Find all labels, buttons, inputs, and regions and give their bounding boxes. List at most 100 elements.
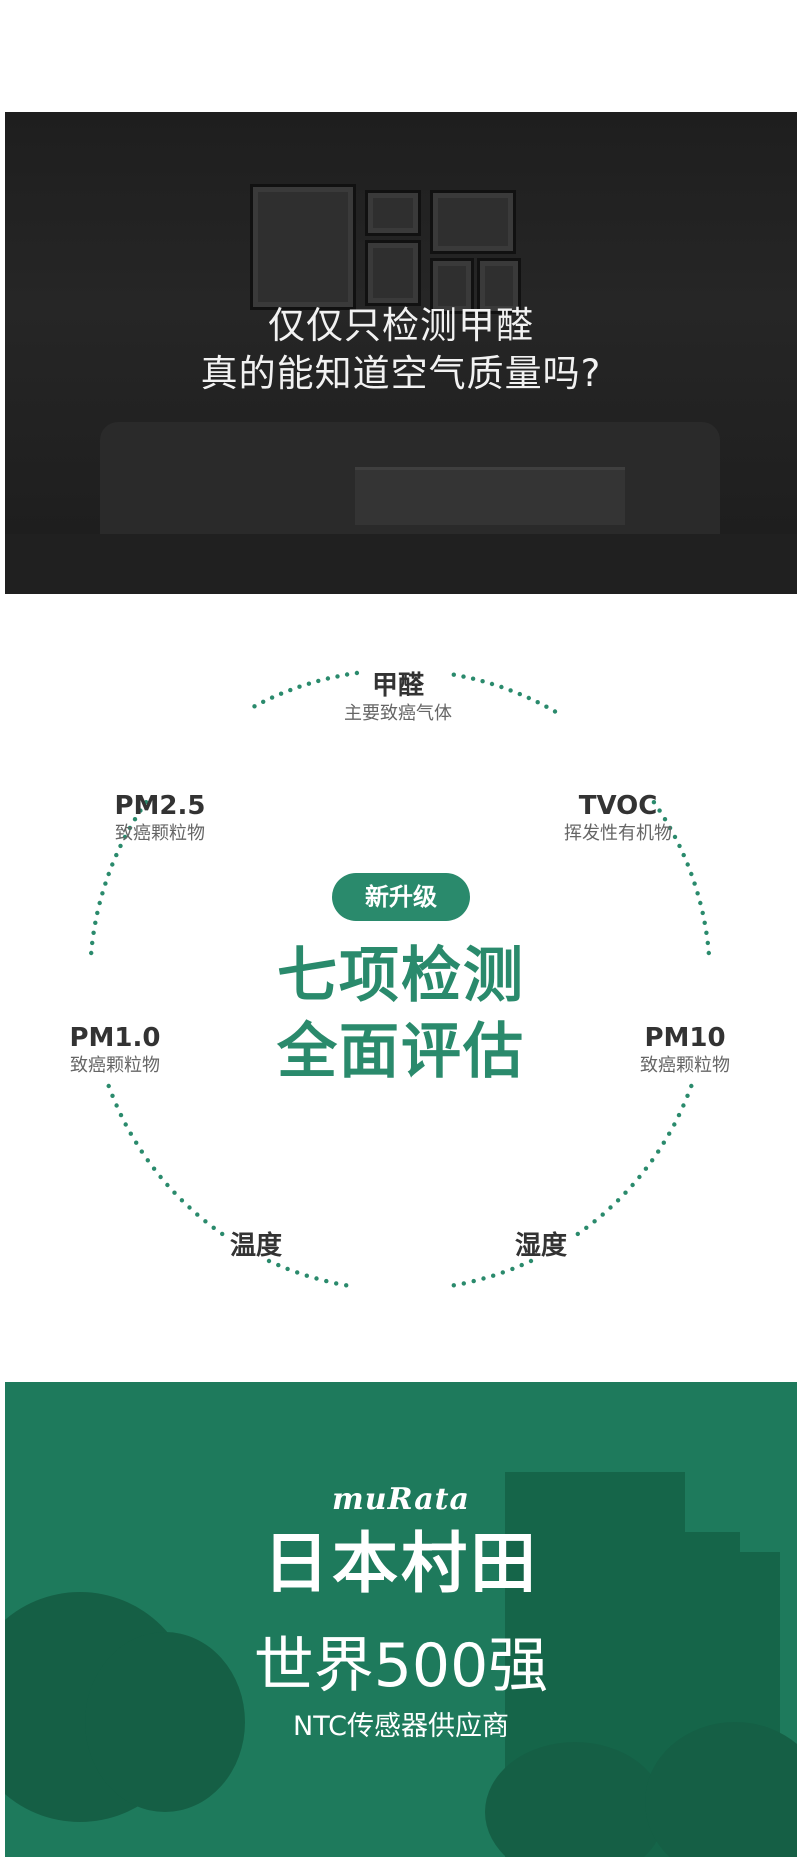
item-pm10: PM10 致癌颗粒物	[640, 1022, 730, 1078]
wall-frame	[365, 190, 421, 236]
circle-dot	[656, 1149, 661, 1154]
circle-dot	[552, 709, 558, 714]
circle-dot	[127, 825, 133, 831]
circle-dot	[344, 672, 350, 677]
circle-dot	[118, 843, 123, 849]
wall-frame	[477, 258, 521, 314]
circle-dot	[100, 891, 105, 896]
hero-title-line-2: 真的能知道空气质量吗?	[200, 352, 602, 395]
murata-logo: muRata	[332, 1482, 470, 1517]
brand-name: 日本村田	[263, 1525, 539, 1602]
main-headline: 七项检测 全面评估	[0, 938, 802, 1090]
circle-dot	[544, 704, 549, 709]
hero-title-line-1: 仅仅只检测甲醛	[268, 304, 534, 347]
circle-dot	[276, 1262, 281, 1268]
circle-dot	[95, 910, 100, 916]
circle-dot	[508, 688, 513, 693]
circle-dot	[575, 1231, 580, 1237]
circle-dot	[122, 834, 128, 840]
item-desc: 致癌颗粒物	[70, 1055, 160, 1076]
circle-dot	[134, 1140, 139, 1145]
circle-dot	[306, 681, 312, 686]
circle-dot	[316, 678, 321, 684]
item-name: 温度	[229, 1231, 283, 1261]
circle-dot	[344, 1283, 349, 1288]
circle-dot	[106, 871, 111, 877]
item-pm1: PM1.0 致癌颗粒物	[70, 1022, 161, 1078]
circle-dot	[285, 1266, 290, 1272]
circle-dot	[451, 672, 456, 677]
circle-dot	[93, 920, 98, 925]
circle-dot	[172, 1190, 177, 1195]
circle-dot	[662, 817, 668, 822]
circle-dot	[324, 1278, 329, 1284]
circle-dot	[608, 1205, 613, 1210]
circle-dot	[661, 1140, 666, 1145]
tree-silhouette	[485, 1742, 665, 1857]
circle-dot	[681, 852, 686, 858]
detection-items-section: 甲醛 主要致癌气体 TVOC 挥发性有机物 PM10 致癌颗粒物 湿度 温度 P…	[0, 640, 802, 1320]
circle-dot	[211, 1225, 216, 1230]
circle-dot	[705, 940, 710, 946]
hero-banner: 仅仅只检测甲醛 真的能知道空气质量吗?	[5, 112, 797, 594]
brand-banner: muRata 日本村田 世界500强 NTC传感器供应商	[5, 1382, 797, 1857]
item-formaldehyde: 甲醛 主要致癌气体	[344, 670, 452, 726]
circle-dot	[510, 1266, 515, 1272]
circle-dot	[110, 1093, 115, 1098]
circle-dot	[461, 1281, 466, 1286]
circle-dot	[470, 676, 476, 681]
circle-dot	[702, 920, 707, 925]
wall-frame	[250, 184, 356, 310]
item-temperature: 温度	[230, 1230, 282, 1262]
circle-dot	[651, 800, 657, 805]
circle-dot	[325, 676, 331, 681]
circle-dot	[97, 900, 102, 906]
circle-dot	[288, 687, 293, 693]
table-silhouette	[355, 467, 625, 525]
item-desc: 致癌颗粒物	[640, 1055, 730, 1076]
circle-dot	[138, 808, 143, 813]
circle-dot	[526, 695, 531, 701]
circle-dot	[89, 950, 94, 956]
item-name: 甲醛	[371, 671, 424, 701]
wall-frame	[365, 240, 421, 306]
item-name: PM2.5	[114, 791, 206, 821]
circle-dot	[132, 817, 138, 822]
circle-dot	[698, 900, 703, 906]
circle-dot	[676, 1112, 682, 1118]
circle-dot	[220, 1231, 225, 1237]
circle-dot	[499, 684, 504, 690]
circle-dot	[519, 1262, 524, 1268]
wall-frame	[430, 258, 474, 314]
circle-dot	[139, 1149, 144, 1154]
item-desc: 致癌颗粒物	[115, 823, 205, 844]
circle-dot	[600, 1212, 605, 1217]
circle-dot	[637, 1174, 642, 1180]
circle-dot	[528, 1258, 534, 1264]
circle-dot	[252, 704, 257, 709]
circle-dot	[143, 800, 149, 805]
item-pm25: PM2.5 致癌颗粒物	[115, 790, 206, 846]
upgrade-badge: 新升级	[332, 873, 470, 921]
item-name: 湿度	[514, 1231, 568, 1261]
circle-dot	[165, 1182, 170, 1188]
circle-dot	[695, 891, 700, 896]
circle-dot	[471, 1278, 476, 1284]
circle-dot	[114, 1103, 119, 1108]
circle-dot	[106, 1083, 111, 1089]
circle-dot	[685, 1093, 690, 1098]
circle-dot	[667, 1131, 672, 1136]
circle-dot	[630, 1182, 635, 1188]
circle-dot	[685, 862, 690, 867]
circle-dot	[203, 1219, 208, 1224]
circle-dot	[451, 1283, 456, 1288]
item-humidity: 湿度	[515, 1230, 567, 1262]
main-headline-line-2: 全面评估	[277, 1017, 525, 1087]
circle-dot	[584, 1225, 589, 1230]
floor	[5, 534, 797, 594]
circle-dot	[334, 1281, 339, 1286]
circle-dot	[114, 852, 119, 858]
circle-dot	[491, 1273, 496, 1278]
item-tvoc: TVOC 挥发性有机物	[564, 790, 672, 846]
circle-dot	[354, 670, 360, 676]
